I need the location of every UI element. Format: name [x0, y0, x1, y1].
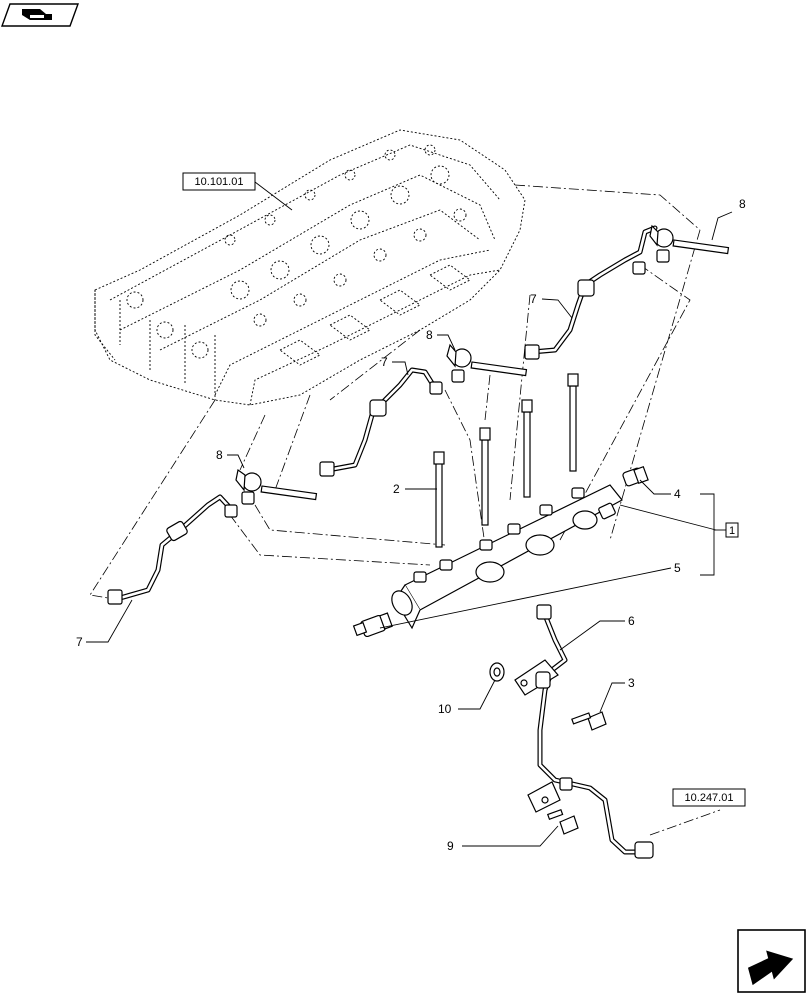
callout-8-rear: 8: [739, 197, 746, 211]
callout-8-mid: 8: [426, 328, 433, 342]
callout-7-rear: 7: [530, 292, 537, 306]
callout-5: 5: [674, 561, 681, 575]
assembly-group-box[interactable]: 1: [725, 522, 739, 538]
rail-pressure-sensor: [352, 612, 393, 638]
callout-4: 4: [674, 487, 681, 501]
next-page-arrow-icon[interactable]: [737, 929, 806, 993]
injection-pipe-rear: [524, 225, 670, 360]
washer-10: [489, 662, 505, 682]
ref-box-fuel-pump-label: 10.247.01: [685, 792, 734, 804]
assembly-group-label: 1: [729, 525, 735, 537]
pressure-relief-valve: [622, 465, 649, 487]
callout-7-mid: 7: [381, 355, 388, 369]
callout-labels: 8 7 8 7 8 2 4 5 6 7 3 10 9: [76, 197, 746, 853]
long-bolts: [433, 373, 579, 548]
injection-pipe-front: [107, 494, 238, 605]
callout-leaders: [86, 211, 733, 847]
ref-box-engine-head[interactable]: 10.101.01: [182, 172, 256, 191]
fuel-rail: [391, 484, 623, 630]
callout-2: 2: [393, 482, 400, 496]
callout-9: 9: [447, 839, 454, 853]
cylinder-head-ghost: [94, 129, 526, 406]
callout-7-front: 7: [76, 635, 83, 649]
callout-3: 3: [628, 676, 635, 690]
ref-box-engine-head-label: 10.101.01: [195, 176, 244, 188]
callout-10: 10: [438, 702, 452, 716]
bolt-3: [571, 711, 607, 731]
injector-connector-mid: [446, 343, 528, 383]
manual-book-icon[interactable]: [1, 3, 79, 27]
injector-connector-rear: [649, 224, 730, 255]
injector-connector-front: [235, 468, 318, 505]
callout-8-front: 8: [216, 448, 223, 462]
alignment-lines: [89, 184, 721, 836]
ref-box-fuel-pump[interactable]: 10.247.01: [672, 788, 746, 807]
callout-6: 6: [628, 614, 635, 628]
supply-pipe: [514, 604, 654, 859]
injection-pipe-mid: [319, 367, 443, 477]
bolt-9: [546, 808, 579, 835]
